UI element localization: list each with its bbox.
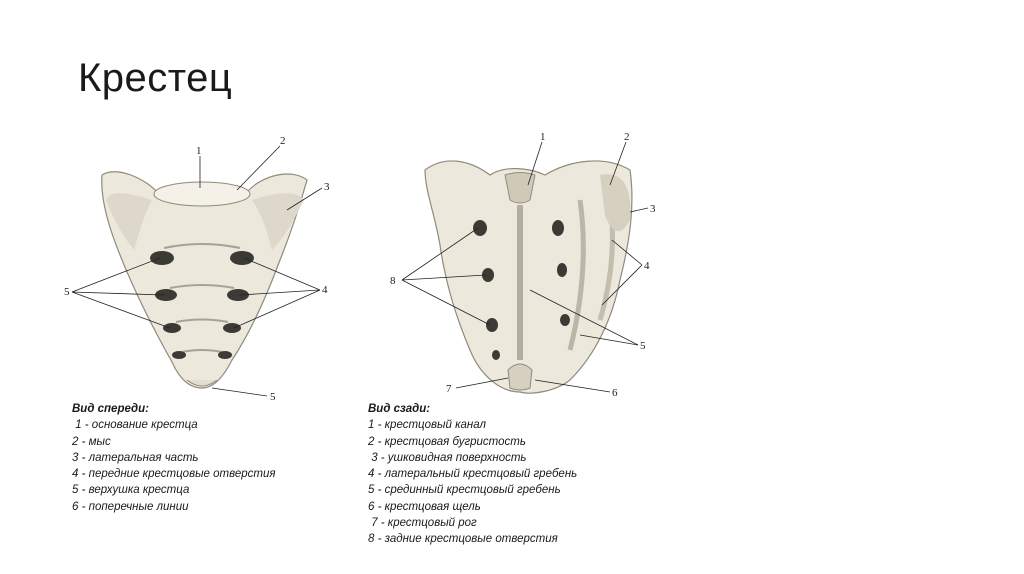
legend-item: 4 - передние крестцовые отверстия [72,466,276,482]
sacrum-front-view-figure: 1 2 3 4 5 5 [62,130,352,410]
legend-item: 6 - крестцовая щель [368,499,577,515]
legend-item: 3 - латеральная часть [72,450,276,466]
legend-item: 6 - поперечные линии [72,499,276,515]
front-label-4: 4 [322,284,328,296]
legend-item: 3 - ушковидная поверхность [368,450,577,466]
posterior-foramen [557,263,567,277]
front-label-3: 3 [324,181,330,193]
back-label-1: 1 [540,131,546,143]
anterior-foramen [150,251,174,265]
anterior-foramen [223,323,241,333]
legend-item: 8 - задние крестцовые отверстия [368,531,577,547]
legend-item: 5 - срединный крестцовый гребень [368,482,577,498]
legend-item: 7 - крестцовый рог [368,515,577,531]
back-label-3: 3 [650,203,656,215]
anterior-foramen [218,351,232,359]
sacrum-base [154,182,250,206]
sacrum-back-view-figure: 1 2 3 4 5 6 7 8 [380,130,670,410]
back-label-6: 6 [612,387,618,399]
legend-item: 2 - крестцовая бугристость [368,434,577,450]
front-label-2: 2 [280,135,286,147]
legend-heading: Вид сзади: [368,401,577,417]
back-label-2: 2 [624,131,630,143]
back-label-5: 5 [640,340,646,352]
anterior-foramen [172,351,186,359]
legend-item: 5 - верхушка крестца [72,482,276,498]
back-label-7: 7 [446,383,452,395]
legend-item: 1 - основание крестца [72,417,276,433]
anterior-foramen [230,251,254,265]
sacral-hiatus [508,364,532,390]
front-label-5-left: 5 [64,286,70,298]
sacrum-back-illustration: 1 2 3 4 5 6 7 8 [380,130,670,410]
posterior-foramen [552,220,564,236]
posterior-foramen [560,314,570,326]
legend-item: 2 - мыс [72,434,276,450]
legend-item: 1 - крестцовый канал [368,417,577,433]
back-label-8: 8 [390,275,396,287]
front-label-1: 1 [196,145,202,157]
slide-title: Крестец [78,56,232,101]
back-view-legend: Вид сзади: 1 - крестцовый канал 2 - крес… [368,401,577,548]
back-label-4: 4 [644,260,650,272]
sacrum-front-illustration: 1 2 3 4 5 5 [62,130,352,410]
legend-heading: Вид спереди: [72,401,276,417]
anterior-foramen [163,323,181,333]
front-view-legend: Вид спереди: 1 - основание крестца 2 - м… [72,401,276,515]
posterior-foramen [486,318,498,332]
posterior-foramen [473,220,487,236]
legend-item: 4 - латеральный крестцовый гребень [368,466,577,482]
posterior-foramen [492,350,500,360]
